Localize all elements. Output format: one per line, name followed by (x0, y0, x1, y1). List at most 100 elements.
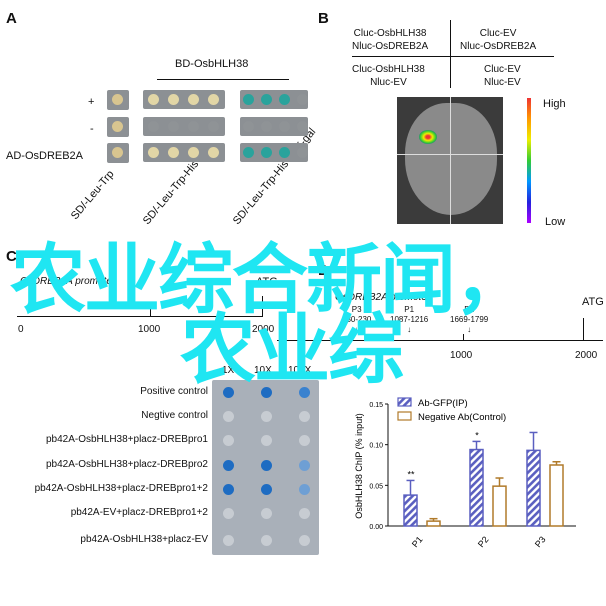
row-label: + (88, 96, 95, 108)
colony-spot (223, 387, 234, 398)
tick (150, 308, 151, 317)
colony-spot (299, 411, 310, 422)
plate-cell (143, 117, 225, 136)
legend-label: Negative Ab(Control) (418, 412, 506, 423)
atg-label: ATG (582, 296, 604, 308)
y-tick-label: 0.00 (369, 524, 383, 531)
plate-cell (240, 143, 308, 162)
bar-control (492, 485, 507, 527)
colony-spot (299, 435, 310, 446)
dilution-label: 100X (288, 365, 312, 376)
column-label: SD/-Leu-Trp-His+α-X-gal (230, 125, 319, 227)
panel-d-label: D (318, 262, 329, 279)
plate-cell (107, 117, 129, 137)
bar-ip (526, 449, 541, 527)
colony-spot (223, 411, 234, 422)
bar-control (549, 464, 564, 527)
tick-label: 0 (18, 324, 24, 335)
row-label: AD-OsDREB2A (6, 150, 84, 162)
y1h-row-label: pb42A-EV+placz-DREBpro1+2 (70, 507, 208, 518)
plate-cell (143, 90, 225, 109)
y1h-row-label: pb42A-OsbHLH38+placz-EV (80, 534, 208, 545)
legend-label: Ab-GFP(IP) (418, 398, 468, 409)
column-label: SD/-Leu-Trp (68, 168, 117, 222)
colony-spot (261, 411, 272, 422)
leaf-luminescence-image (397, 97, 503, 224)
tick (583, 318, 584, 341)
plate-cell (143, 143, 225, 162)
y1h-row-label: pb42A-OsbHLH38+placz-DREBpro2 (45, 459, 208, 470)
tick-label: 1000 (138, 324, 161, 335)
y-tick-label: 0.15 (369, 402, 383, 409)
plate-cell (107, 90, 129, 110)
row-label: - (90, 123, 94, 135)
panel-a-label: A (6, 10, 17, 27)
colony-spot (223, 535, 234, 546)
tick-label: 1000 (450, 350, 473, 361)
watermark-line1: 农业综合新闻， (10, 235, 530, 324)
colony-spot (261, 508, 272, 519)
header-line (157, 79, 289, 80)
significance-mark: * (475, 430, 479, 440)
watermark-line2: 农业综 (180, 305, 404, 394)
colony-spot (299, 387, 310, 398)
tick-label: 2000 (575, 350, 598, 361)
y1h-row-label: Positive control (140, 386, 208, 397)
dilution-label: 10X (254, 365, 272, 376)
x-tick-label: P1 (410, 534, 425, 549)
promoter-line (17, 316, 262, 317)
colony-spot (223, 460, 234, 471)
y1h-row-label: pb42A-OsbHLH38+placz-DREBpro1 (45, 434, 208, 445)
legend-swatch (397, 411, 412, 421)
scale-high-label: High (543, 98, 566, 110)
plate-cell (240, 117, 308, 136)
bar-ip (469, 448, 484, 527)
colony-spot (261, 460, 272, 471)
bd-header: BD-OsbHLH38 (175, 58, 249, 70)
atg-label: ATG (256, 276, 278, 288)
colony-spot (261, 484, 272, 495)
colony-spot (223, 508, 234, 519)
colony-spot (299, 484, 310, 495)
panel-c-label: C (6, 248, 17, 265)
colony-spot (299, 508, 310, 519)
x-tick-label: P2 (476, 534, 491, 549)
promoter-line (277, 340, 603, 341)
plate-cell (107, 143, 129, 163)
promoter-label: OsDREB2A promoter (335, 292, 431, 303)
panel-b-label: B (318, 10, 329, 27)
significance-mark: ** (407, 469, 415, 479)
tick-label: 2000 (252, 324, 275, 335)
colony-spot (261, 387, 272, 398)
divider (352, 56, 554, 57)
colony-spot (299, 460, 310, 471)
scale-low-label: Low (545, 216, 566, 228)
colony-spot (299, 535, 310, 546)
bar-control (426, 520, 441, 527)
dilution-label: 1X (222, 365, 235, 376)
y-tick-label: 0.10 (369, 443, 383, 450)
y-axis-label: OsbHLH38 ChIP (% input) (354, 413, 364, 518)
legend-swatch (397, 397, 412, 407)
y-tick-label: 0.05 (369, 483, 383, 490)
colony-spot (261, 535, 272, 546)
bar-ip (403, 494, 418, 527)
colony-spot (223, 435, 234, 446)
colony-spot (261, 435, 272, 446)
column-label: SD/-Leu-Trp-His (140, 158, 202, 227)
tick (262, 296, 263, 317)
color-scale-bar (527, 98, 531, 223)
promoter-label: OsDREB2A promoter (20, 276, 116, 287)
y1h-row-label: pb42A-OsbHLH38+placz-DREBpro1+2 (34, 483, 208, 494)
colony-spot (223, 484, 234, 495)
plate-cell (240, 90, 308, 109)
